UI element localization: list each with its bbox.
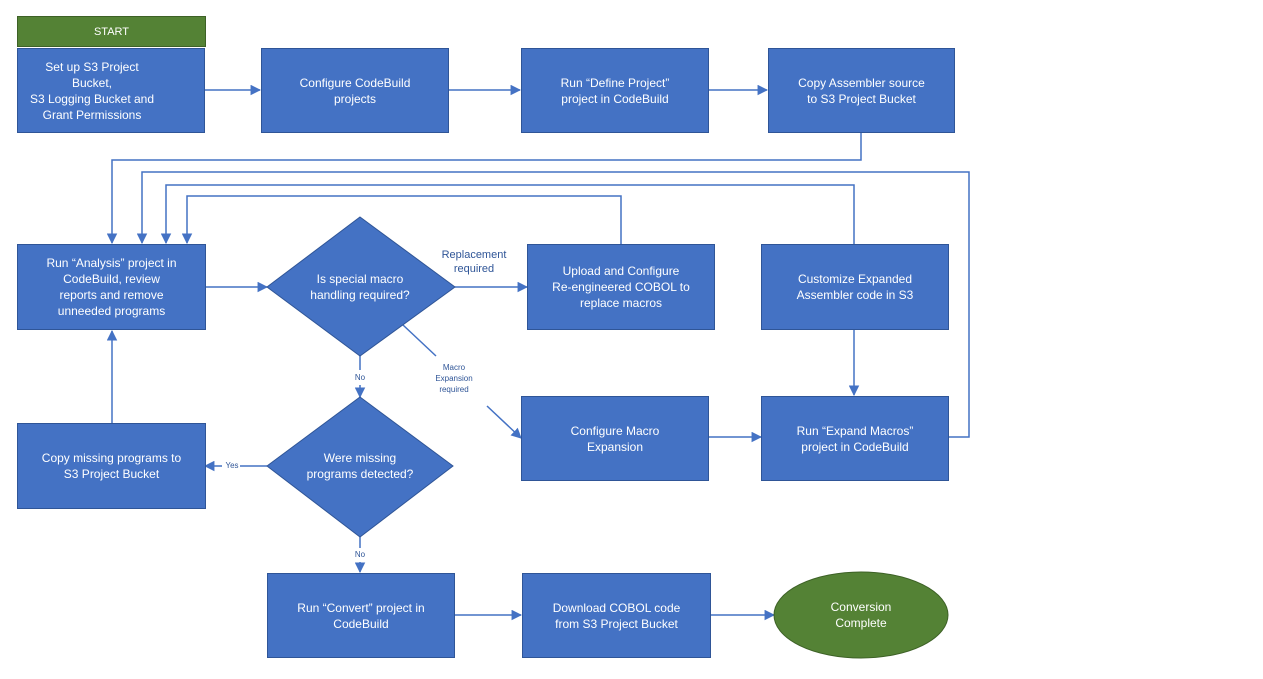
edge-label-macro-expansion: Macro Expansion required [425, 362, 483, 395]
edge-expand-macros-to-analysis [136, 171, 970, 438]
step-copy-missing-line2: S3 Project Bucket [63, 467, 160, 481]
step-configure-macro-line2: Expansion [586, 439, 644, 454]
decision-macro-handling-line1: Is special macro [316, 272, 404, 286]
step-upload-cobol[interactable]: Upload and Configure Re-engineered COBOL… [527, 244, 715, 330]
step-upload-cobol-line1: Upload and Configure [562, 264, 680, 278]
edge-label-no-2: No [348, 550, 372, 560]
edge-label-no-2-text: No [354, 550, 366, 559]
edge-label-no-1: No [348, 373, 372, 383]
decision-macro-handling-text[interactable]: Is special macro handling required? [280, 262, 440, 312]
step-run-convert[interactable]: Run “Convert” project in CodeBuild [267, 573, 455, 658]
step-customize-expanded-line2: Assembler code in S3 [796, 288, 914, 302]
step-copy-assembler[interactable]: Copy Assembler source to S3 Project Buck… [768, 48, 955, 133]
edge-label-no-1-text: No [354, 373, 366, 382]
decision-missing-programs-text[interactable]: Were missing programs detected? [280, 441, 440, 491]
step-run-analysis-line1: Run “Analysis” project in [46, 256, 177, 270]
edge-copy-assembler-to-analysis [106, 133, 862, 245]
step-configure-codebuild[interactable]: Configure CodeBuild projects [261, 48, 449, 133]
step-customize-expanded-line1: Customize Expanded [797, 272, 913, 286]
step-configure-macro-line1: Configure Macro [570, 423, 660, 438]
decision-macro-handling-line2: handling required? [310, 288, 410, 302]
edge-label-replacement-line2: required [453, 263, 495, 275]
edge-label-macro-expansion-line1: Macro [442, 363, 466, 372]
edge-label-yes-text: Yes [225, 461, 239, 470]
step-copy-assembler-line1: Copy Assembler source [798, 75, 925, 90]
step-expand-macros-line2: project in CodeBuild [801, 439, 909, 454]
decision-missing-programs-shape [266, 396, 454, 538]
step-download-cobol-line1: Download COBOL code [552, 600, 681, 615]
step-configure-macro[interactable]: Configure Macro Expansion [521, 396, 709, 481]
end-terminal-line2: Complete [835, 616, 887, 630]
step-customize-expanded[interactable]: Customize Expanded Assembler code in S3 [761, 244, 949, 330]
start-terminal: START [17, 16, 206, 47]
step-copy-missing[interactable]: Copy missing programs to S3 Project Buck… [17, 423, 206, 509]
edge-label-replacement: Replacement required [434, 248, 514, 276]
step-upload-cobol-line3: replace macros [579, 296, 662, 310]
edge-label-macro-expansion-line2: Expansion [435, 374, 473, 383]
step-download-cobol-line2: from S3 Project Bucket [555, 616, 678, 631]
edge-upload-to-analysis [181, 195, 622, 245]
step-copy-assembler-line2: to S3 Project Bucket [807, 91, 916, 106]
step-configure-codebuild-line2: projects [333, 91, 377, 106]
step-copy-missing-line1: Copy missing programs to [41, 451, 182, 465]
decision-missing-programs-line1: Were missing [323, 451, 397, 465]
step-download-cobol[interactable]: Download COBOL code from S3 Project Buck… [522, 573, 711, 658]
step-run-analysis[interactable]: Run “Analysis” project in CodeBuild, rev… [17, 244, 206, 330]
step-define-project[interactable]: Run “Define Project” project in CodeBuil… [521, 48, 709, 133]
step-setup-buckets-line3: Grant Permissions [42, 107, 142, 122]
edge-label-yes: Yes [220, 461, 244, 471]
step-run-analysis-line4: unneeded programs [57, 304, 166, 318]
edge-label-macro-expansion-line3: required [439, 385, 469, 394]
step-setup-buckets[interactable]: Set up S3 Project Bucket, S3 Logging Buc… [17, 48, 205, 133]
decision-missing-programs-line2: programs detected? [306, 467, 414, 481]
end-terminal-shape [773, 571, 949, 659]
end-terminal-line1: Conversion [830, 600, 892, 614]
edge-label-replacement-line1: Replacement [441, 249, 507, 261]
step-run-analysis-line3: reports and remove [59, 288, 164, 302]
step-setup-buckets-line1: Set up S3 Project Bucket, [45, 59, 139, 90]
edge-macro-decision-to-configure-macro [402, 324, 521, 438]
decision-macro-handling-shape [266, 216, 456, 357]
edge-customize-to-analysis [160, 184, 855, 245]
step-run-convert-line2: CodeBuild [333, 616, 389, 631]
step-define-project-line1: Run “Define Project” [560, 75, 670, 90]
step-expand-macros-line1: Run “Expand Macros” [796, 423, 914, 438]
step-run-convert-line1: Run “Convert” project in [297, 600, 425, 615]
step-expand-macros[interactable]: Run “Expand Macros” project in CodeBuild [761, 396, 949, 481]
step-upload-cobol-line2: Re-engineered COBOL to [552, 280, 690, 294]
step-setup-buckets-line2: S3 Logging Bucket and [29, 91, 155, 106]
start-label: START [93, 25, 130, 38]
step-run-analysis-line2: CodeBuild, review [63, 272, 160, 286]
step-configure-codebuild-line1: Configure CodeBuild [299, 75, 411, 90]
step-define-project-line2: project in CodeBuild [561, 91, 669, 106]
end-terminal[interactable]: Conversion Complete [780, 590, 942, 640]
